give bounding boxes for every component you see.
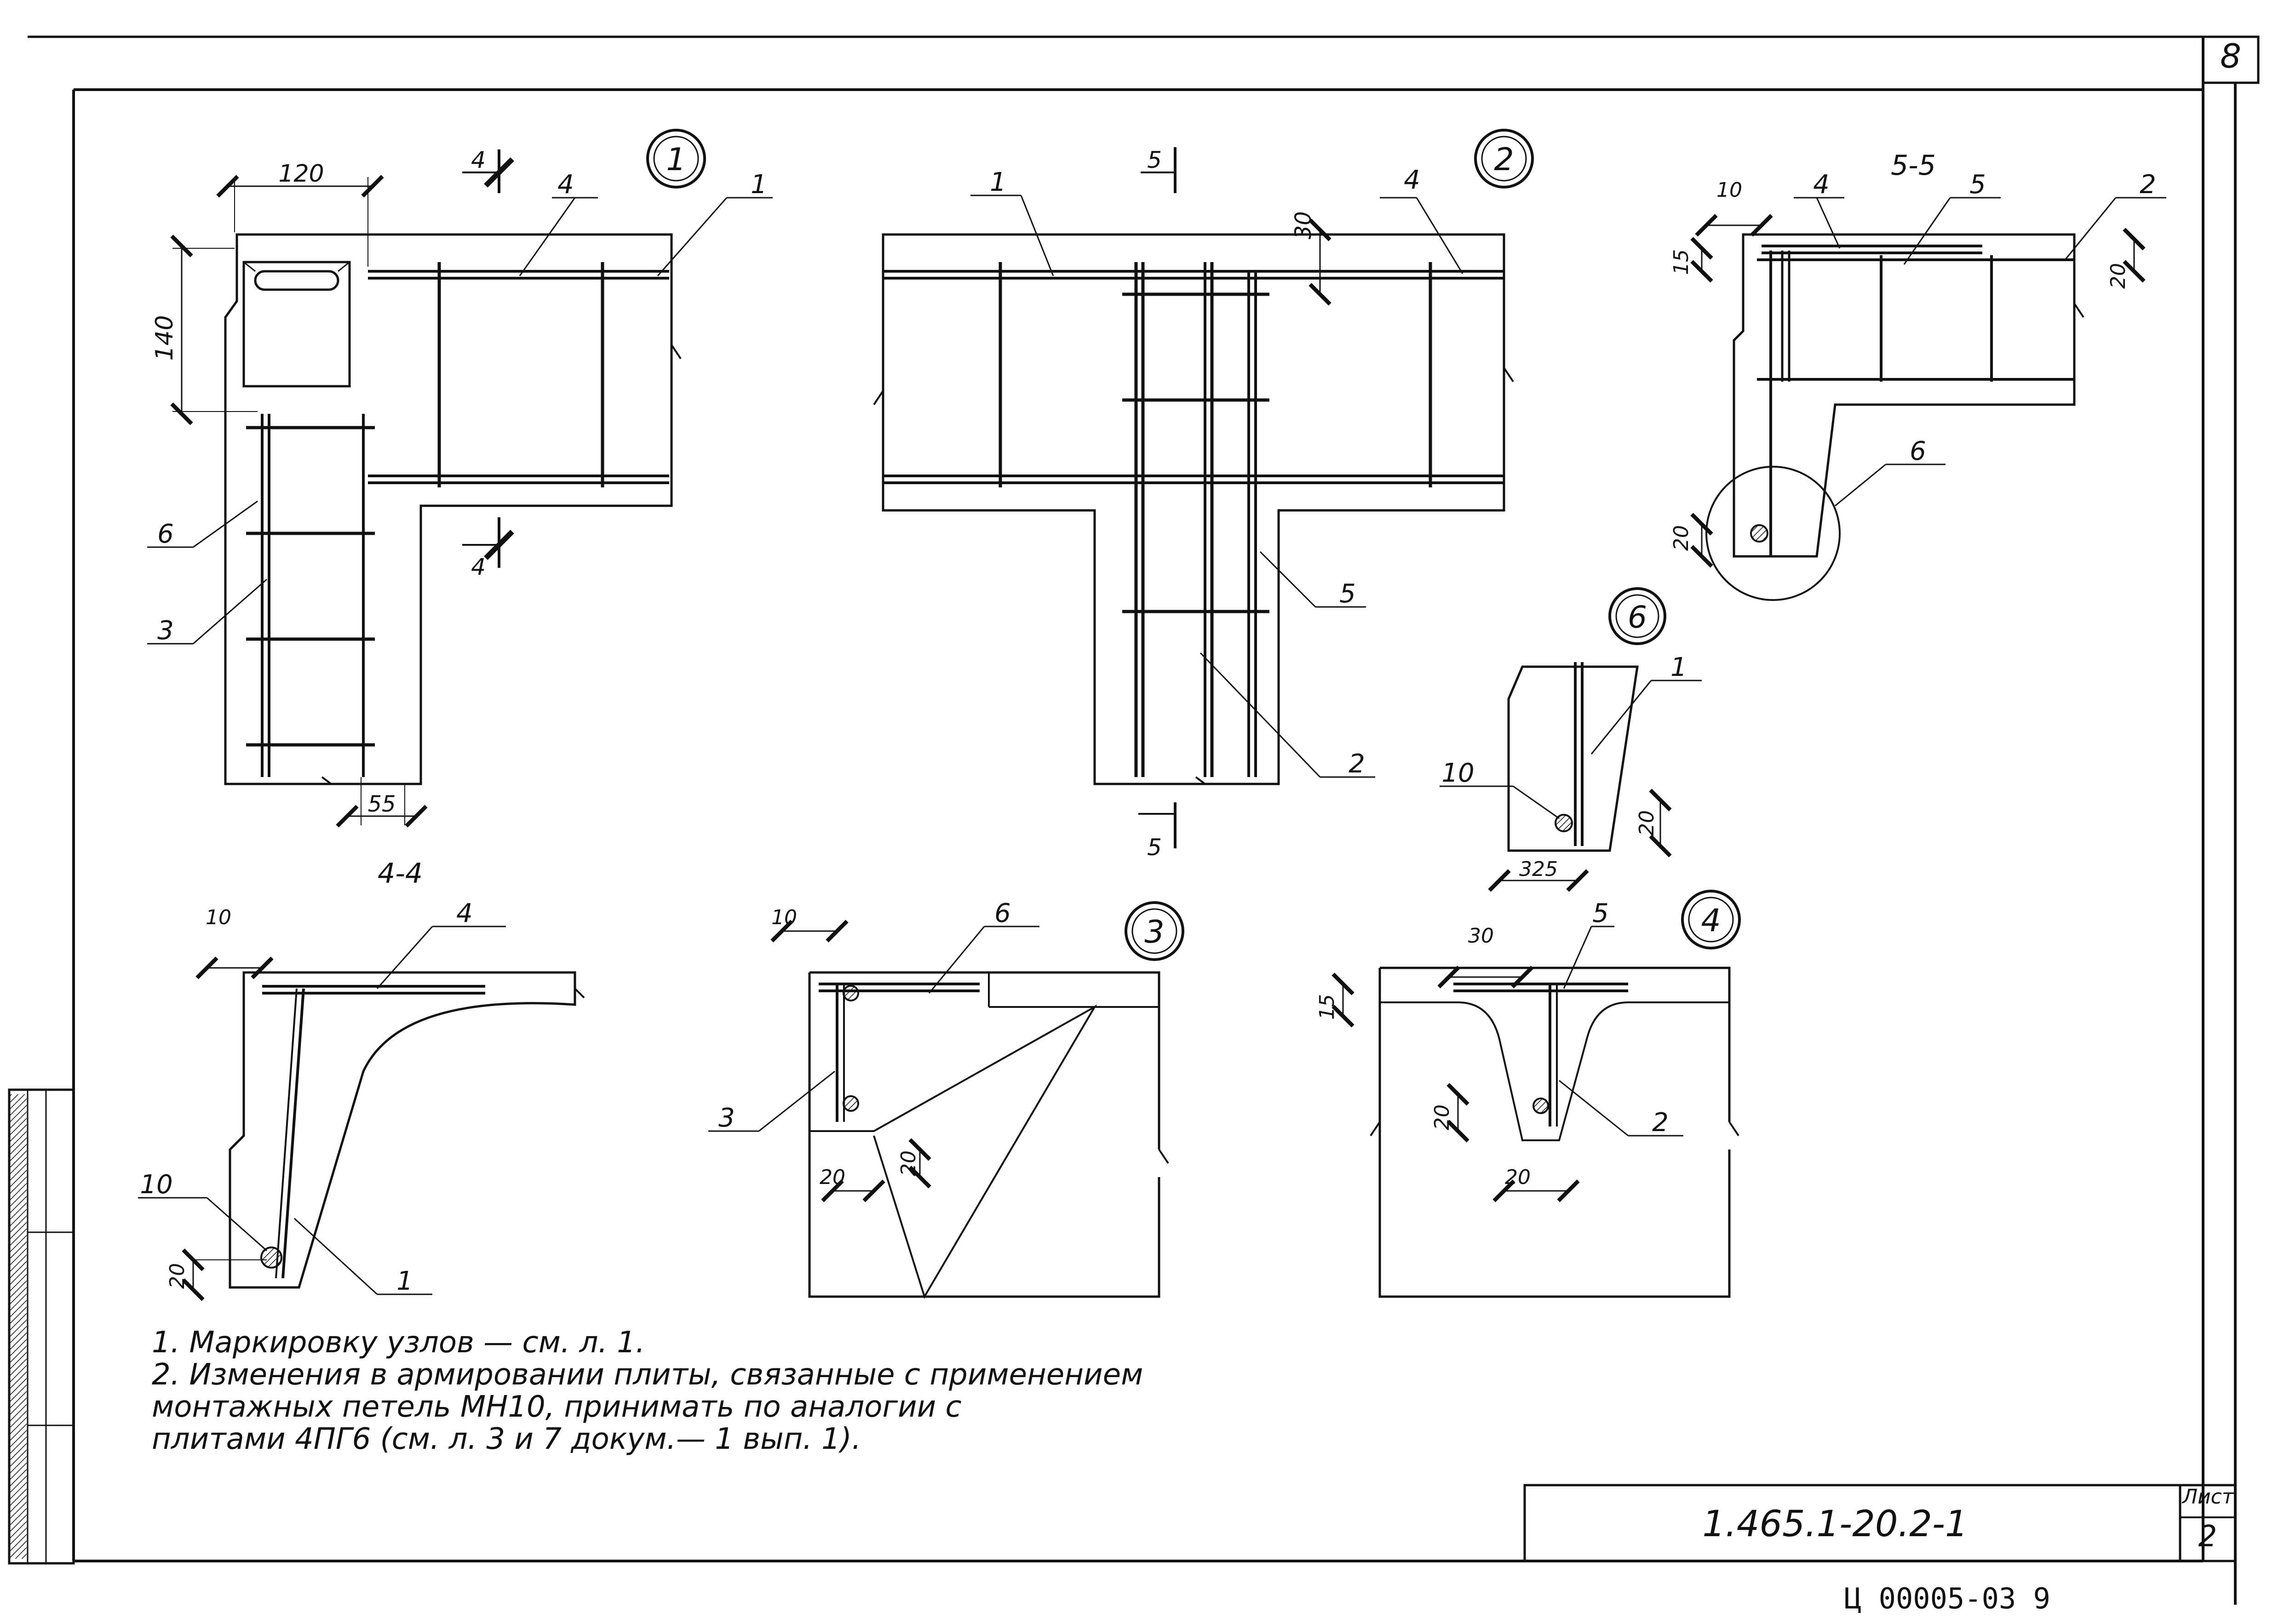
node-1-dim-bottom: 55 (367, 791, 396, 817)
node-2-drawing (873, 129, 1534, 848)
node-1-callout-3: 3 (157, 616, 174, 646)
node-3-marker: 3 (1144, 914, 1164, 950)
node-4-dim-20-h: 20 (1505, 1166, 1531, 1189)
section-5-5-labels: 5-5 10 15 20 20 4 5 2 6 (1670, 149, 2156, 551)
node-2-labels: 2 30 1 4 5 2 5 5 (990, 142, 1514, 861)
node-3-dim-10: 10 (771, 906, 797, 929)
cut-mark-5-top: 5 (1147, 147, 1162, 173)
section-4-4-drawing (138, 926, 585, 1301)
node-2-marker: 2 (1494, 142, 1514, 178)
node-4-dim-20-v: 20 (1430, 1104, 1454, 1130)
node-6-callout-10: 10 (1441, 758, 1474, 788)
node-1-labels: 1 120 140 55 4 1 6 3 4 4 (151, 142, 767, 817)
section-4-4-dim-10: 10 (206, 906, 231, 929)
list-number: 2 (2198, 1520, 2217, 1554)
node-6-marker: 6 (1628, 600, 1647, 635)
section-5-5-callout-5: 5 (1969, 170, 1986, 200)
node-2-callout-1: 1 (990, 167, 1006, 197)
node-1-callout-4: 4 (557, 170, 574, 200)
node-3-dim-20-v: 20 (897, 1150, 920, 1176)
section-5-5-drawing (1690, 197, 2166, 601)
node-6-drawing (1440, 587, 1702, 892)
node-1-marker: 1 (666, 142, 686, 178)
section-4-4-title: 4-4 (378, 858, 423, 890)
cut-mark-5-bottom: 5 (1147, 834, 1162, 861)
cut-mark-4-top: 4 (471, 147, 486, 173)
node-4-dim-15: 15 (1315, 994, 1339, 1020)
node-1-drawing (147, 129, 773, 828)
node-3-drawing (708, 901, 1184, 1299)
document-code: 1.465.1-20.2-1 (1702, 1504, 1968, 1545)
node-6-callout-1: 1 (1670, 652, 1687, 682)
node-6-dim-20: 20 (1635, 810, 1659, 836)
section-4-4-labels: 4-4 10 20 4 10 1 (140, 858, 472, 1296)
note-line-4: плитами 4ПГ6 (см. л. 3 и 7 докум.— 1 вып… (152, 1422, 861, 1456)
note-line-2: 2. Изменения в армировании плиты, связан… (152, 1358, 1143, 1392)
node-3-dim-20-h: 20 (820, 1166, 845, 1189)
section-5-5-dim-20-bottom: 20 (1670, 525, 1693, 551)
section-5-5-dim-15: 15 (1670, 249, 1693, 275)
cut-mark-4-bottom: 4 (471, 554, 486, 580)
node-3-callout-3: 3 (718, 1103, 735, 1133)
section-4-4-dim-20: 20 (166, 1263, 189, 1289)
section-5-5-callout-6: 6 (1910, 436, 1926, 466)
node-1-dim-width: 120 (278, 160, 324, 188)
sheet-frame (8, 35, 2260, 1605)
node-2-callout-2: 2 (1349, 749, 1365, 779)
node-2-callout-5: 5 (1339, 579, 1356, 609)
node-4-marker: 4 (1701, 903, 1721, 939)
node-3-labels: 3 10 20 20 6 3 (718, 898, 1164, 1189)
node-3-callout-6: 6 (994, 898, 1011, 928)
node-1-callout-1: 1 (751, 170, 767, 200)
section-5-5-callout-2: 2 (2140, 170, 2156, 200)
node-1-dim-height: 140 (151, 315, 178, 360)
corner-sheet-number: 8 (2220, 37, 2241, 75)
archive-code: Ц 00005-03 9 (1844, 1582, 2050, 1615)
section-4-4-callout-4: 4 (456, 898, 473, 928)
section-5-5-dim-20-top: 20 (2106, 263, 2130, 289)
section-5-5-title: 5-5 (1891, 149, 1936, 182)
section-4-4-callout-10: 10 (140, 1170, 172, 1200)
notes-block: 1. Маркировку узлов — см. л. 1. 2. Измен… (152, 1327, 1256, 1455)
node-1-callout-6: 6 (157, 519, 174, 549)
note-line-3: монтажных петель МН10, принимать по анал… (152, 1390, 962, 1424)
section-5-5-dim-10: 10 (1716, 178, 1742, 202)
section-4-4-callout-1: 1 (396, 1266, 413, 1296)
note-line-1: 1. Маркировку узлов — см. л. 1. (152, 1326, 645, 1360)
node-4-labels: 4 30 15 20 20 5 2 (1315, 898, 1721, 1189)
node-4-callout-2: 2 (1652, 1108, 1669, 1138)
node-6-dim-325: 325 (1519, 858, 1558, 881)
node-6-labels: 6 20 325 1 10 (1441, 600, 1687, 881)
list-label: Лист (2182, 1485, 2234, 1509)
node-4-callout-5: 5 (1592, 898, 1609, 928)
node-2-dim-30: 30 (1291, 211, 1316, 239)
node-4-dim-30: 30 (1468, 924, 1494, 948)
node-4-drawing (1332, 890, 1741, 1298)
node-2-callout-4: 4 (1404, 165, 1420, 195)
section-5-5-callout-4: 4 (1813, 170, 1830, 200)
